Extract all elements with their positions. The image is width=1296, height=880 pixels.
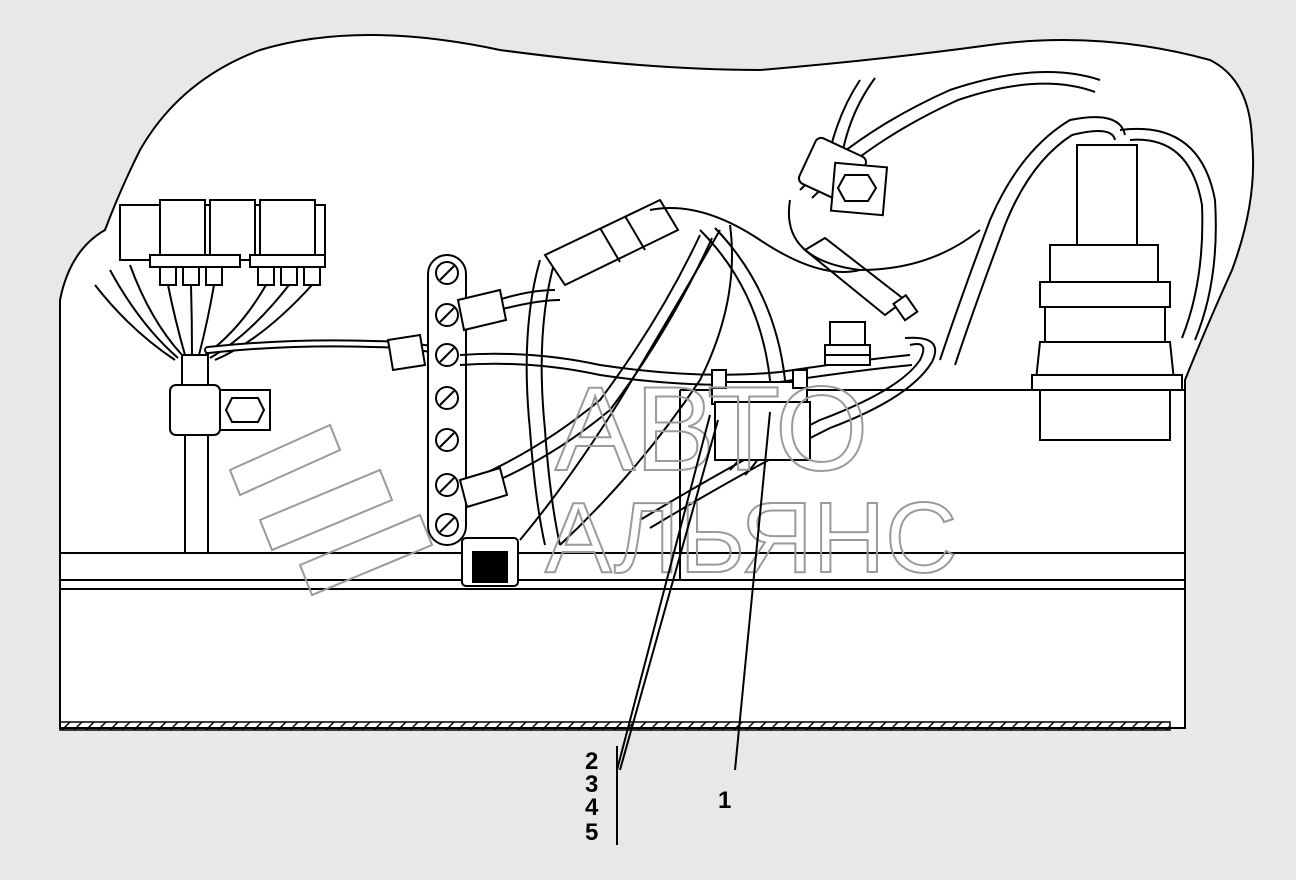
- relay-bracket: [711, 321, 871, 461]
- upper-clamp: [797, 136, 889, 217]
- left-connector-block: [119, 199, 326, 286]
- watermark-line2: АЛЬЯНС: [545, 482, 957, 594]
- inline-connectors: [386, 198, 919, 509]
- watermark: АВТО АЛЬЯНС: [228, 361, 958, 597]
- bottom-clip: [461, 537, 519, 587]
- watermark-line1: АВТО: [555, 362, 868, 496]
- callout-5: 5: [585, 819, 598, 846]
- round-plug-connector: [1031, 144, 1183, 441]
- callout-2: 2: [585, 748, 598, 775]
- callout-4: 4: [585, 794, 599, 821]
- leader-lines: [616, 411, 771, 845]
- terminal-strip: [427, 254, 467, 546]
- floor-beam: [59, 389, 1185, 731]
- callout-3: 3: [585, 771, 598, 798]
- callout-1: 1: [718, 787, 731, 814]
- left-clamp: [169, 354, 271, 553]
